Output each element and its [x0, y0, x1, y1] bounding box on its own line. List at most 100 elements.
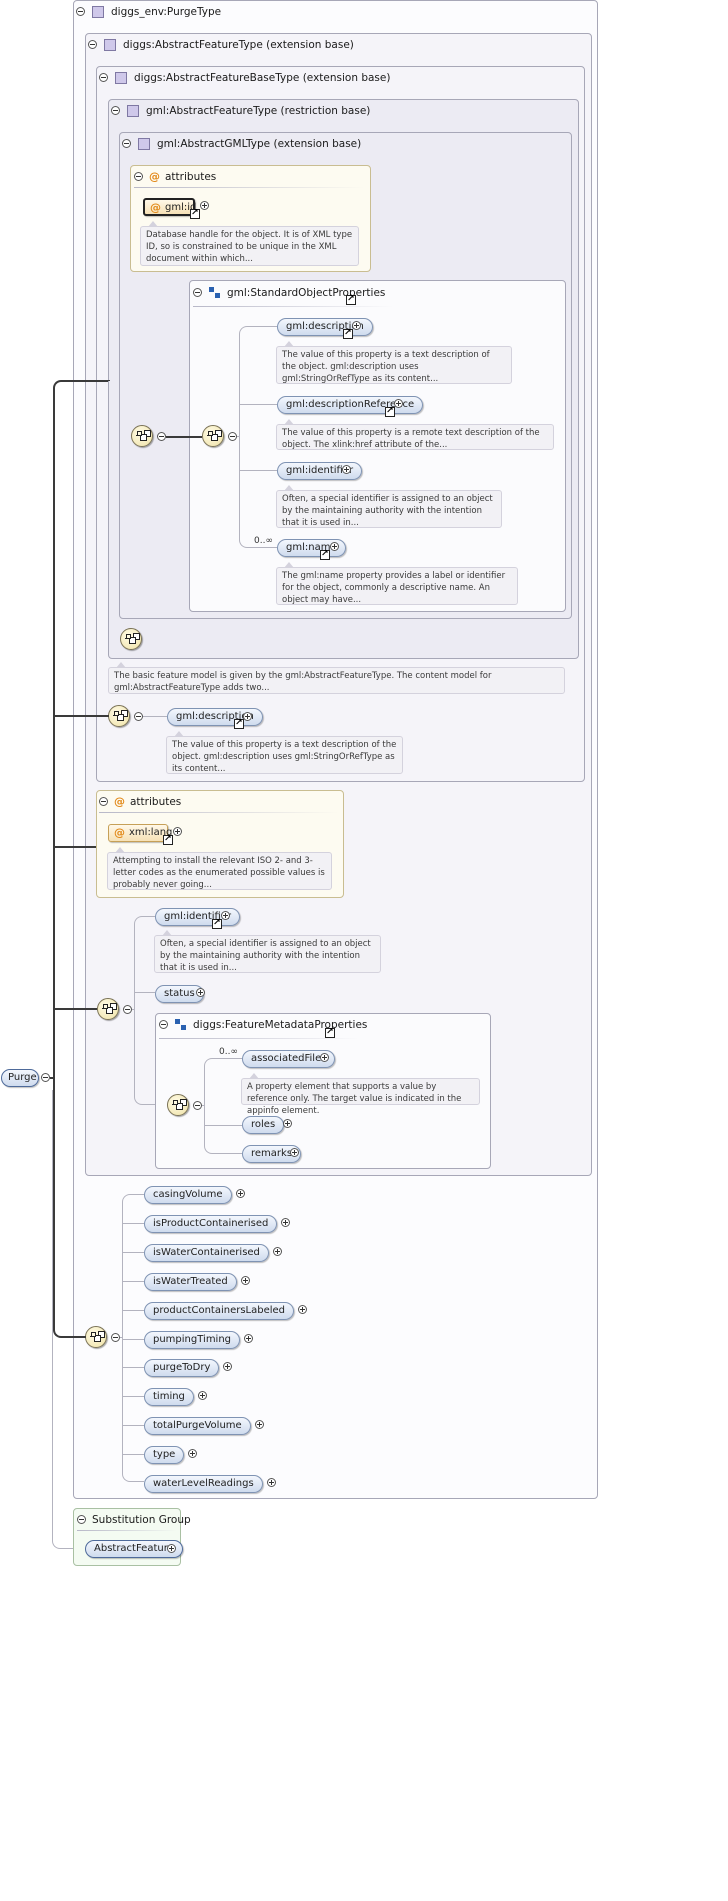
collapse-icon[interactable]	[122, 139, 131, 148]
reference-arrow-icon	[385, 405, 395, 417]
expand-icon[interactable]	[290, 1148, 299, 1157]
sequence-compositor-icon	[167, 1094, 189, 1116]
gml-id-doc: Database handle for the object. It is of…	[140, 221, 359, 266]
collapse-icon[interactable]	[228, 432, 237, 441]
collapse-icon[interactable]	[193, 1101, 202, 1110]
element-label: timing	[153, 1391, 185, 1402]
reference-arrow-icon	[234, 717, 244, 729]
cardinality-label: 0..∞	[219, 1047, 238, 1057]
expand-icon[interactable]	[273, 1247, 282, 1256]
complex-type-icon	[104, 39, 116, 51]
purge-element-type[interactable]: type	[144, 1446, 185, 1464]
expand-icon[interactable]	[167, 1544, 176, 1553]
abstract-feature-base-doc: The basic feature model is given by the …	[108, 662, 565, 694]
collapse-icon[interactable]	[157, 432, 166, 441]
collapse-icon[interactable]	[159, 1020, 168, 1029]
expand-icon[interactable]	[342, 465, 351, 474]
purge-root-element[interactable]: Purge	[1, 1069, 39, 1087]
sequence-compositor-icon	[120, 628, 142, 650]
element-label: productContainersLabeled	[153, 1305, 286, 1316]
expand-icon[interactable]	[223, 1362, 232, 1371]
expand-icon[interactable]	[200, 201, 209, 210]
purge-element-timing[interactable]: timing	[144, 1388, 194, 1406]
element-label: gml:description	[286, 321, 364, 332]
purge-element-productContainersLabeled[interactable]: productContainersLabeled	[144, 1302, 295, 1320]
reference-arrow-icon	[190, 207, 200, 219]
associated-files-element[interactable]: associatedFiles	[242, 1050, 336, 1068]
attribute-icon: @	[150, 201, 161, 214]
expand-icon[interactable]	[244, 1334, 253, 1343]
collapse-icon[interactable]	[111, 106, 120, 115]
gml-description-doc: The value of this property is a text des…	[276, 341, 512, 384]
abstract-feature-element[interactable]: AbstractFeature	[85, 1540, 183, 1558]
attribute-icon: @	[149, 170, 160, 183]
group-icon	[175, 1019, 187, 1031]
purge-element-isWaterContainerised[interactable]: isWaterContainerised	[144, 1244, 269, 1262]
gml-identifier-element[interactable]: gml:identifier	[277, 462, 363, 480]
element-label: status	[164, 988, 195, 999]
reference-arrow-icon	[320, 548, 330, 560]
xml-lang-attribute[interactable]: @ xml:lang	[108, 824, 172, 842]
expand-icon[interactable]	[330, 542, 339, 551]
element-label: gml:name	[286, 542, 337, 553]
element-label: isWaterTreated	[153, 1276, 228, 1287]
expand-icon[interactable]	[221, 911, 230, 920]
collapse-icon[interactable]	[99, 797, 108, 806]
sequence-compositor-icon	[97, 998, 119, 1020]
expand-icon[interactable]	[196, 988, 205, 997]
expand-icon[interactable]	[320, 1053, 329, 1062]
collapse-icon[interactable]	[134, 172, 143, 181]
collapse-icon[interactable]	[134, 712, 143, 721]
remarks-element[interactable]: remarks	[242, 1145, 302, 1163]
collapse-icon[interactable]	[111, 1333, 120, 1342]
expand-icon[interactable]	[283, 1119, 292, 1128]
expand-icon[interactable]	[188, 1449, 197, 1458]
gml-id-attribute[interactable]: @ gml:id	[143, 198, 197, 216]
gml-name-doc: The gml:name property provides a label o…	[276, 562, 518, 605]
roles-element[interactable]: roles	[242, 1116, 285, 1134]
substitution-group-title: Substitution Group	[92, 1514, 191, 1526]
sequence-compositor-icon	[108, 705, 130, 727]
collapse-icon[interactable]	[77, 1515, 86, 1524]
collapse-icon[interactable]	[99, 73, 108, 82]
element-label: totalPurgeVolume	[153, 1420, 242, 1431]
expand-icon[interactable]	[241, 1276, 250, 1285]
purge-type-title: diggs_env:PurgeType	[111, 6, 222, 18]
feature-metadata-properties-title: diggs:FeatureMetadataProperties	[193, 1019, 368, 1031]
expand-icon[interactable]	[236, 1189, 245, 1198]
sequence-compositor-icon	[131, 425, 153, 447]
reference-arrow-icon	[325, 1026, 335, 1038]
attributes-title: attributes	[165, 171, 217, 183]
expand-icon[interactable]	[281, 1218, 290, 1227]
expand-icon[interactable]	[198, 1391, 207, 1400]
sequence-compositor-icon	[202, 425, 224, 447]
collapse-icon[interactable]	[123, 1005, 132, 1014]
purge-element-pumpingTiming[interactable]: pumpingTiming	[144, 1331, 241, 1349]
purge-element-isWaterTreated[interactable]: isWaterTreated	[144, 1273, 237, 1291]
collapse-icon[interactable]	[76, 7, 85, 16]
gml-id-label: gml:id	[165, 202, 197, 213]
expand-icon[interactable]	[243, 712, 252, 721]
expand-icon[interactable]	[267, 1478, 276, 1487]
expand-icon[interactable]	[255, 1420, 264, 1429]
attributes-title: attributes	[130, 796, 182, 808]
purge-element-purgeToDry[interactable]: purgeToDry	[144, 1359, 220, 1377]
purge-element-isProductContainerised[interactable]: isProductContainerised	[144, 1215, 278, 1233]
expand-icon[interactable]	[298, 1305, 307, 1314]
gml-description-reference-doc: The value of this property is a remote t…	[276, 419, 554, 450]
collapse-icon[interactable]	[193, 288, 202, 297]
sequence-compositor-icon	[85, 1326, 107, 1348]
gml-abstract-feature-type-title: gml:AbstractFeatureType (restriction bas…	[146, 105, 371, 117]
purge-element-casingVolume[interactable]: casingVolume	[144, 1186, 232, 1204]
group-icon	[209, 287, 221, 299]
associated-files-doc: A property element that supports a value…	[241, 1073, 480, 1116]
purge-element-waterLevelReadings[interactable]: waterLevelReadings	[144, 1475, 263, 1493]
expand-icon[interactable]	[173, 827, 182, 836]
collapse-icon[interactable]	[41, 1073, 50, 1082]
collapse-icon[interactable]	[88, 40, 97, 49]
expand-icon[interactable]	[352, 321, 361, 330]
element-label: gml:description	[176, 711, 254, 722]
purge-element-totalPurgeVolume[interactable]: totalPurgeVolume	[144, 1417, 251, 1435]
expand-icon[interactable]	[394, 399, 403, 408]
element-label: gml:descriptionReference	[286, 399, 415, 410]
